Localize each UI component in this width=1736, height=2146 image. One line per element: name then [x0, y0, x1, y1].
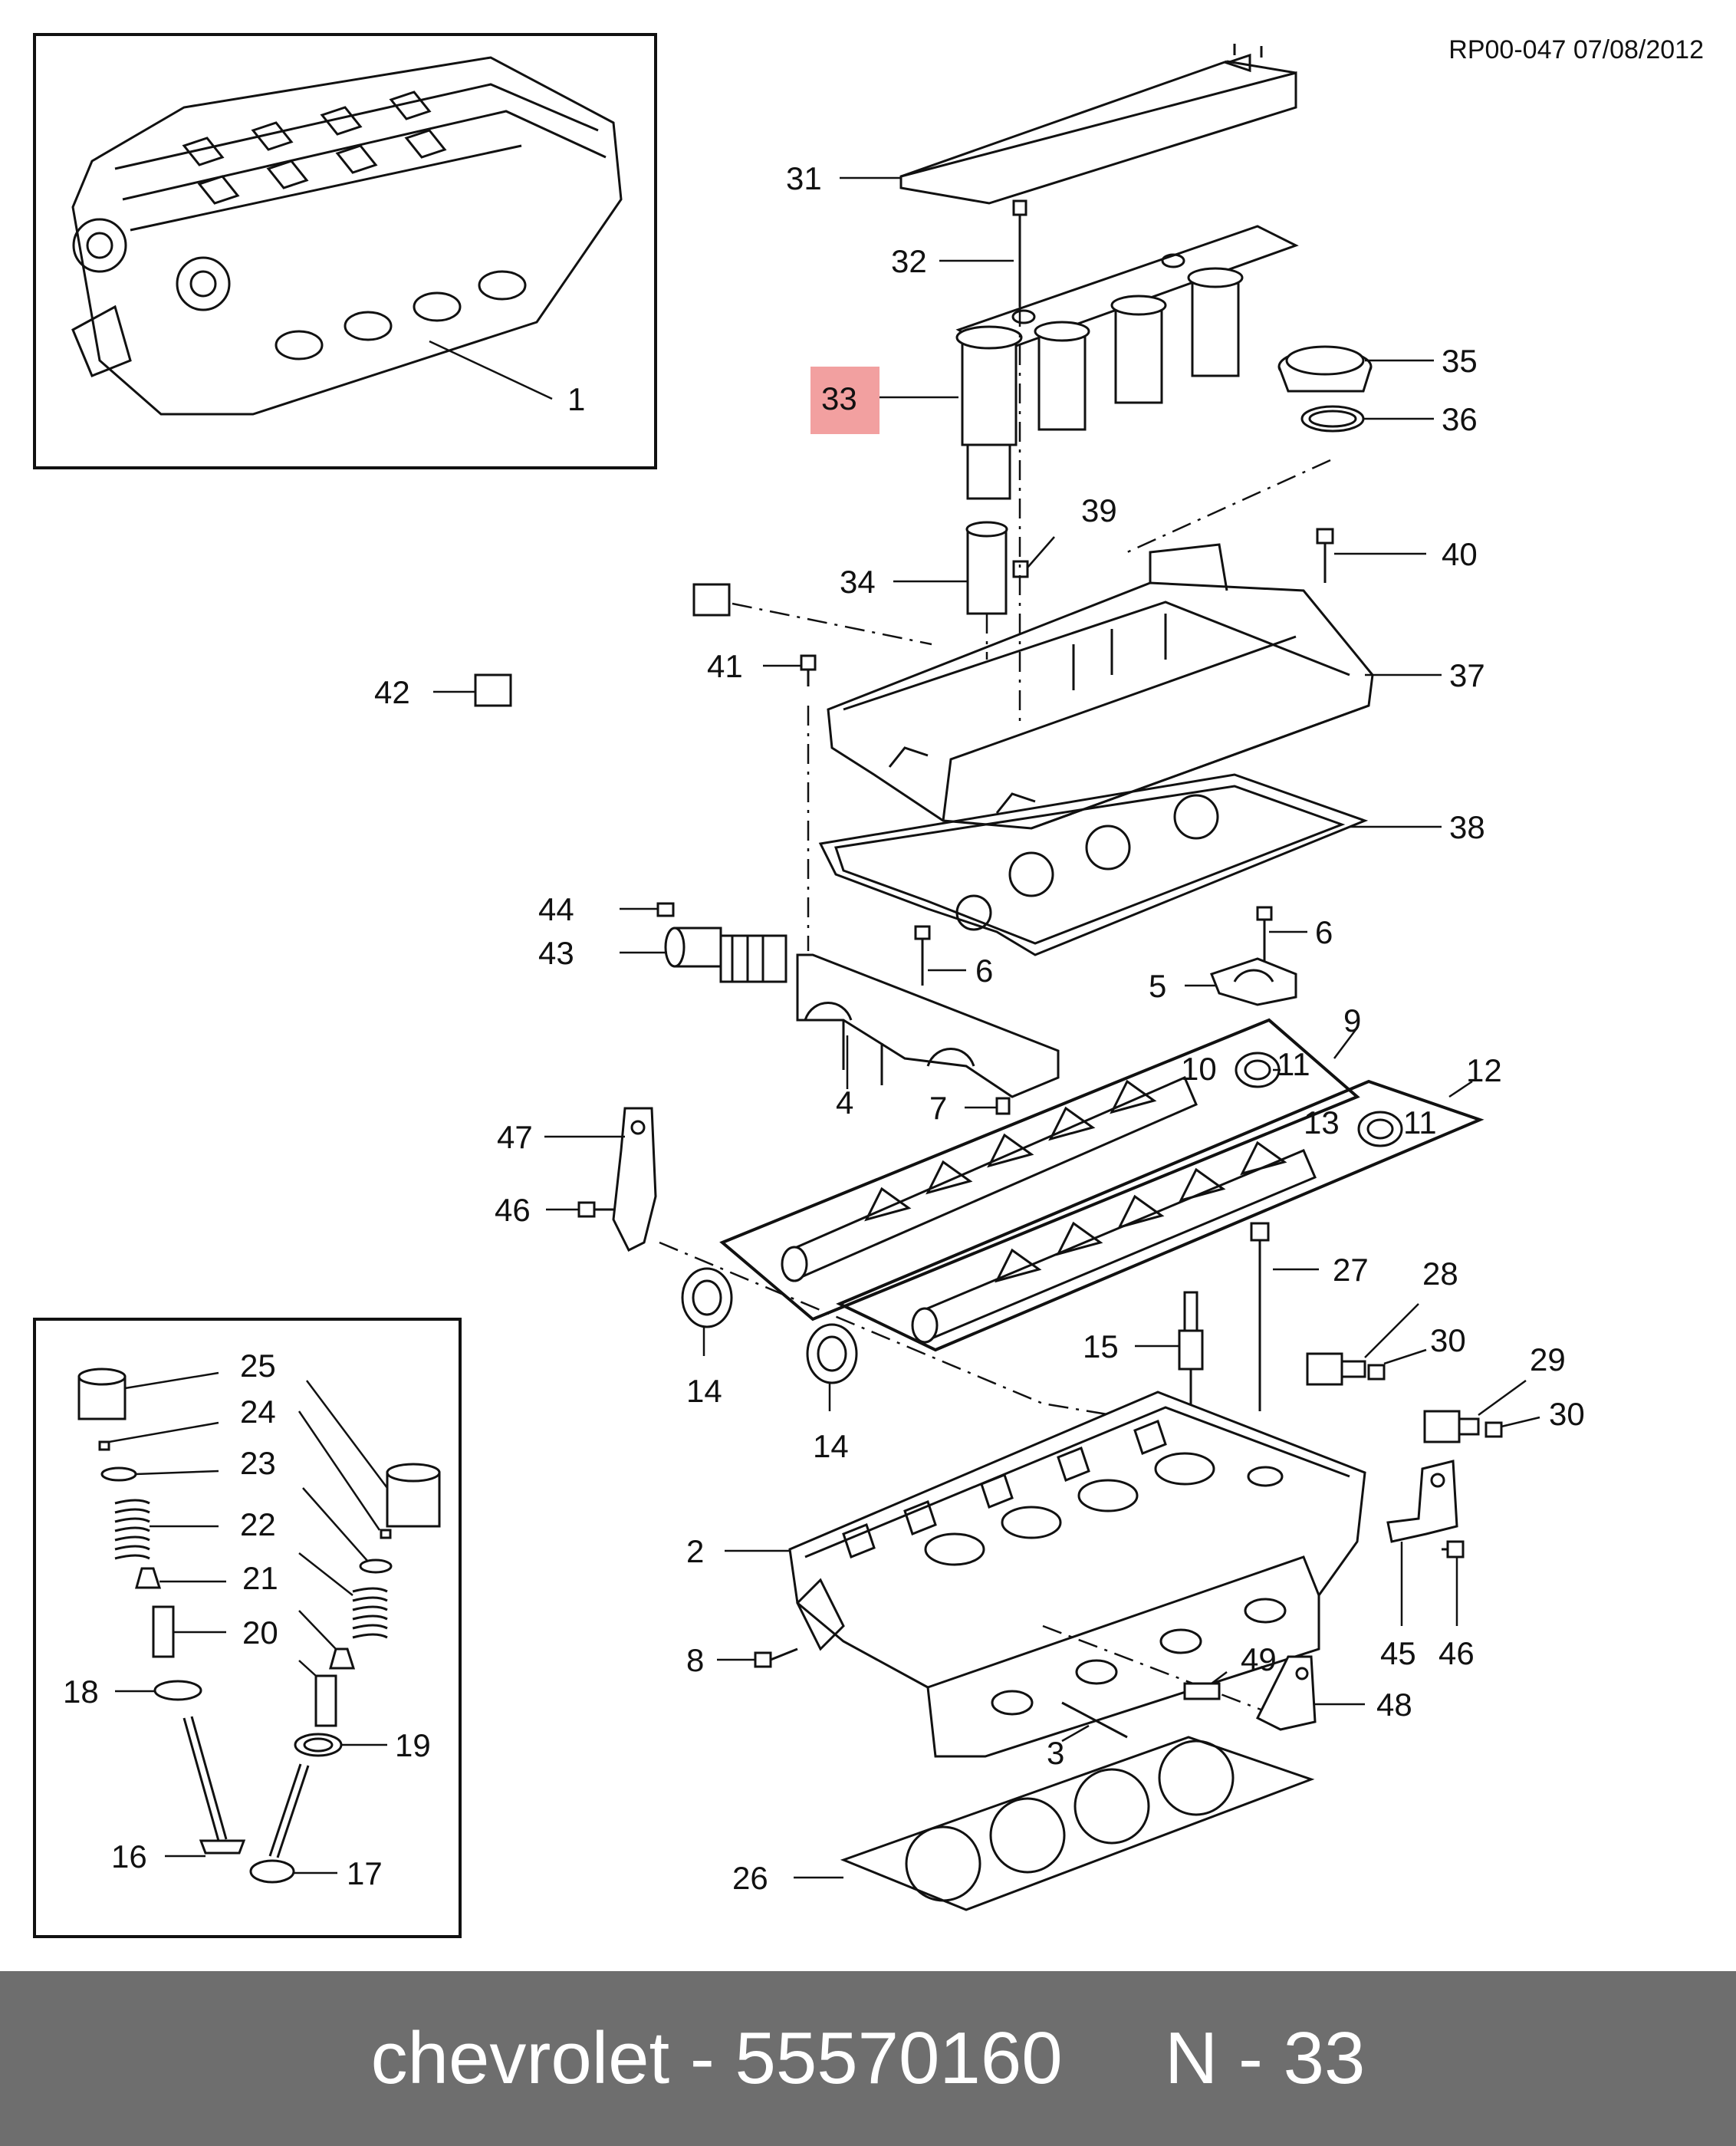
- part-label-42: 42: [374, 674, 410, 710]
- part-label-45: 45: [1380, 1635, 1416, 1671]
- part-label-46a: 46: [495, 1192, 531, 1228]
- part-label-15: 15: [1083, 1328, 1119, 1364]
- part-label-43: 43: [538, 935, 574, 971]
- part-label-47: 47: [497, 1119, 533, 1155]
- inset-assembled-head: 1: [33, 33, 657, 469]
- part-label-8: 8: [686, 1642, 704, 1678]
- part-label-4: 4: [836, 1085, 853, 1121]
- part-label-22: 22: [240, 1506, 276, 1542]
- part-48-bracket: 48: [1255, 1655, 1412, 1731]
- inset-valve-train: 25 24 23 22 21 20: [33, 1318, 462, 1938]
- part-12-exhaust-camshaft-set: 12 13 11: [836, 1052, 1502, 1352]
- part-47-bracket: 47: [497, 1107, 657, 1252]
- part-number-footer: chevrolet - 55570160 N - 33: [0, 1971, 1736, 2146]
- part-30-bolt-upper: 30: [1367, 1322, 1466, 1381]
- part-label-46b: 46: [1438, 1635, 1475, 1671]
- part-28-camshaft-sensor: 28: [1306, 1256, 1458, 1386]
- part-label-41: 41: [707, 648, 743, 684]
- part-30-bolt-lower: 30: [1484, 1396, 1585, 1438]
- part-label-11a: 11: [1277, 1046, 1310, 1082]
- part-3-stud: 3: [1047, 1701, 1128, 1771]
- part-label-35: 35: [1442, 343, 1478, 379]
- part-29-sensor: 29: [1423, 1341, 1566, 1443]
- part-label-33: 33: [821, 380, 857, 416]
- part-label-18: 18: [63, 1674, 99, 1710]
- part-label-29: 29: [1530, 1341, 1566, 1377]
- part-label-30b: 30: [1549, 1396, 1585, 1432]
- part-35-oil-filler-cap: 35: [1277, 343, 1478, 393]
- part-label-9: 9: [1343, 1002, 1361, 1038]
- part-33-ignition-coil: [955, 225, 1299, 500]
- part-label-14b: 14: [813, 1428, 849, 1464]
- part-label-16: 16: [111, 1838, 147, 1874]
- part-label-40: 40: [1442, 536, 1478, 572]
- part-27-head-bolt: 27: [1250, 1222, 1369, 1411]
- part-15-spark-plug: 15: [1083, 1291, 1204, 1453]
- part-6-bolt-left: 6: [914, 925, 993, 989]
- part-label-2: 2: [686, 1533, 704, 1569]
- part-label-49: 49: [1241, 1641, 1277, 1677]
- part-label-12: 12: [1466, 1052, 1502, 1088]
- part-label-6a: 6: [975, 953, 993, 989]
- part-label-48: 48: [1376, 1687, 1412, 1723]
- part-label-23: 23: [240, 1445, 276, 1481]
- part-8-bolt: 8: [686, 1642, 798, 1678]
- part-label-30a: 30: [1430, 1322, 1466, 1358]
- part-label-25: 25: [240, 1348, 276, 1384]
- part-label-24: 24: [240, 1394, 276, 1430]
- part-4-camshaft-bearing-bridge: 4: [796, 953, 1060, 1121]
- part-label-19: 19: [395, 1727, 431, 1763]
- part-36-seal-ring: 36: [1300, 401, 1478, 437]
- part-label-7: 7: [929, 1090, 947, 1126]
- part-label-5: 5: [1149, 968, 1166, 1004]
- part-label-31: 31: [786, 160, 822, 196]
- part-14-camshaft-seal-left: 14: [681, 1267, 733, 1409]
- part-label-28: 28: [1422, 1256, 1458, 1292]
- part-49-stud: 49: [1183, 1641, 1277, 1700]
- part-label-6b: 6: [1315, 914, 1333, 950]
- part-label-39: 39: [1081, 492, 1117, 528]
- highlight-33: [810, 367, 880, 434]
- part-37-camshaft-cover: 37: [827, 543, 1485, 830]
- part-6-bolt-right: 6: [1256, 906, 1333, 970]
- part-label-21: 21: [242, 1560, 278, 1596]
- part-label-3: 3: [1047, 1735, 1064, 1771]
- part-45-bracket: 45: [1380, 1460, 1458, 1671]
- part-label-20: 20: [242, 1614, 278, 1651]
- part-label-17: 17: [347, 1855, 383, 1891]
- diagram-reference: RP00-047 07/08/2012: [1448, 35, 1704, 64]
- part-label-13: 13: [1304, 1104, 1340, 1140]
- part-label-14a: 14: [686, 1373, 722, 1409]
- footer-part-caption: chevrolet - 55570160 N - 33: [370, 2017, 1366, 2099]
- part-label-1: 1: [567, 381, 585, 417]
- part-label-26: 26: [732, 1860, 768, 1896]
- part-38-cover-gasket: 38: [818, 773, 1485, 956]
- part-46-bolt-right: 46: [1438, 1540, 1475, 1671]
- part-label-44: 44: [538, 891, 574, 927]
- part-39-bolt: 39: [1012, 492, 1117, 578]
- part-label-10: 10: [1181, 1051, 1217, 1087]
- part-43-control-valve: 43: [538, 927, 787, 983]
- part-7-dowel: 7: [929, 1090, 1011, 1126]
- part-5-bearing-cap: 5: [1149, 957, 1297, 1006]
- part-31-coil-cover: 31: [786, 44, 1297, 205]
- part-40-bolt: 40: [1316, 528, 1478, 583]
- part-label-37: 37: [1449, 657, 1485, 693]
- part-label-32: 32: [891, 243, 927, 279]
- part-label-27: 27: [1333, 1252, 1369, 1288]
- part-34-coil-boot: 34: [840, 521, 1008, 615]
- part-46-bolt-left: 46: [495, 1192, 613, 1228]
- part-label-34: 34: [840, 564, 876, 600]
- exploded-parts-diagram: RP00-047 07/08/2012 1: [33, 33, 1704, 1938]
- part-14-camshaft-seal-right: 14: [806, 1323, 858, 1464]
- part-41-bolt: 41: [707, 648, 817, 686]
- part-label-36: 36: [1442, 401, 1478, 437]
- part-label-11b: 11: [1403, 1104, 1437, 1140]
- part-2-cylinder-head: 2: [686, 1391, 1366, 1758]
- part-32-bolt: 32: [891, 199, 1027, 307]
- part-42-breather-hose: 42: [374, 583, 731, 710]
- part-44-bolt: 44: [538, 891, 675, 927]
- part-label-38: 38: [1449, 809, 1485, 845]
- part-26-head-gasket: 26: [732, 1736, 1315, 1911]
